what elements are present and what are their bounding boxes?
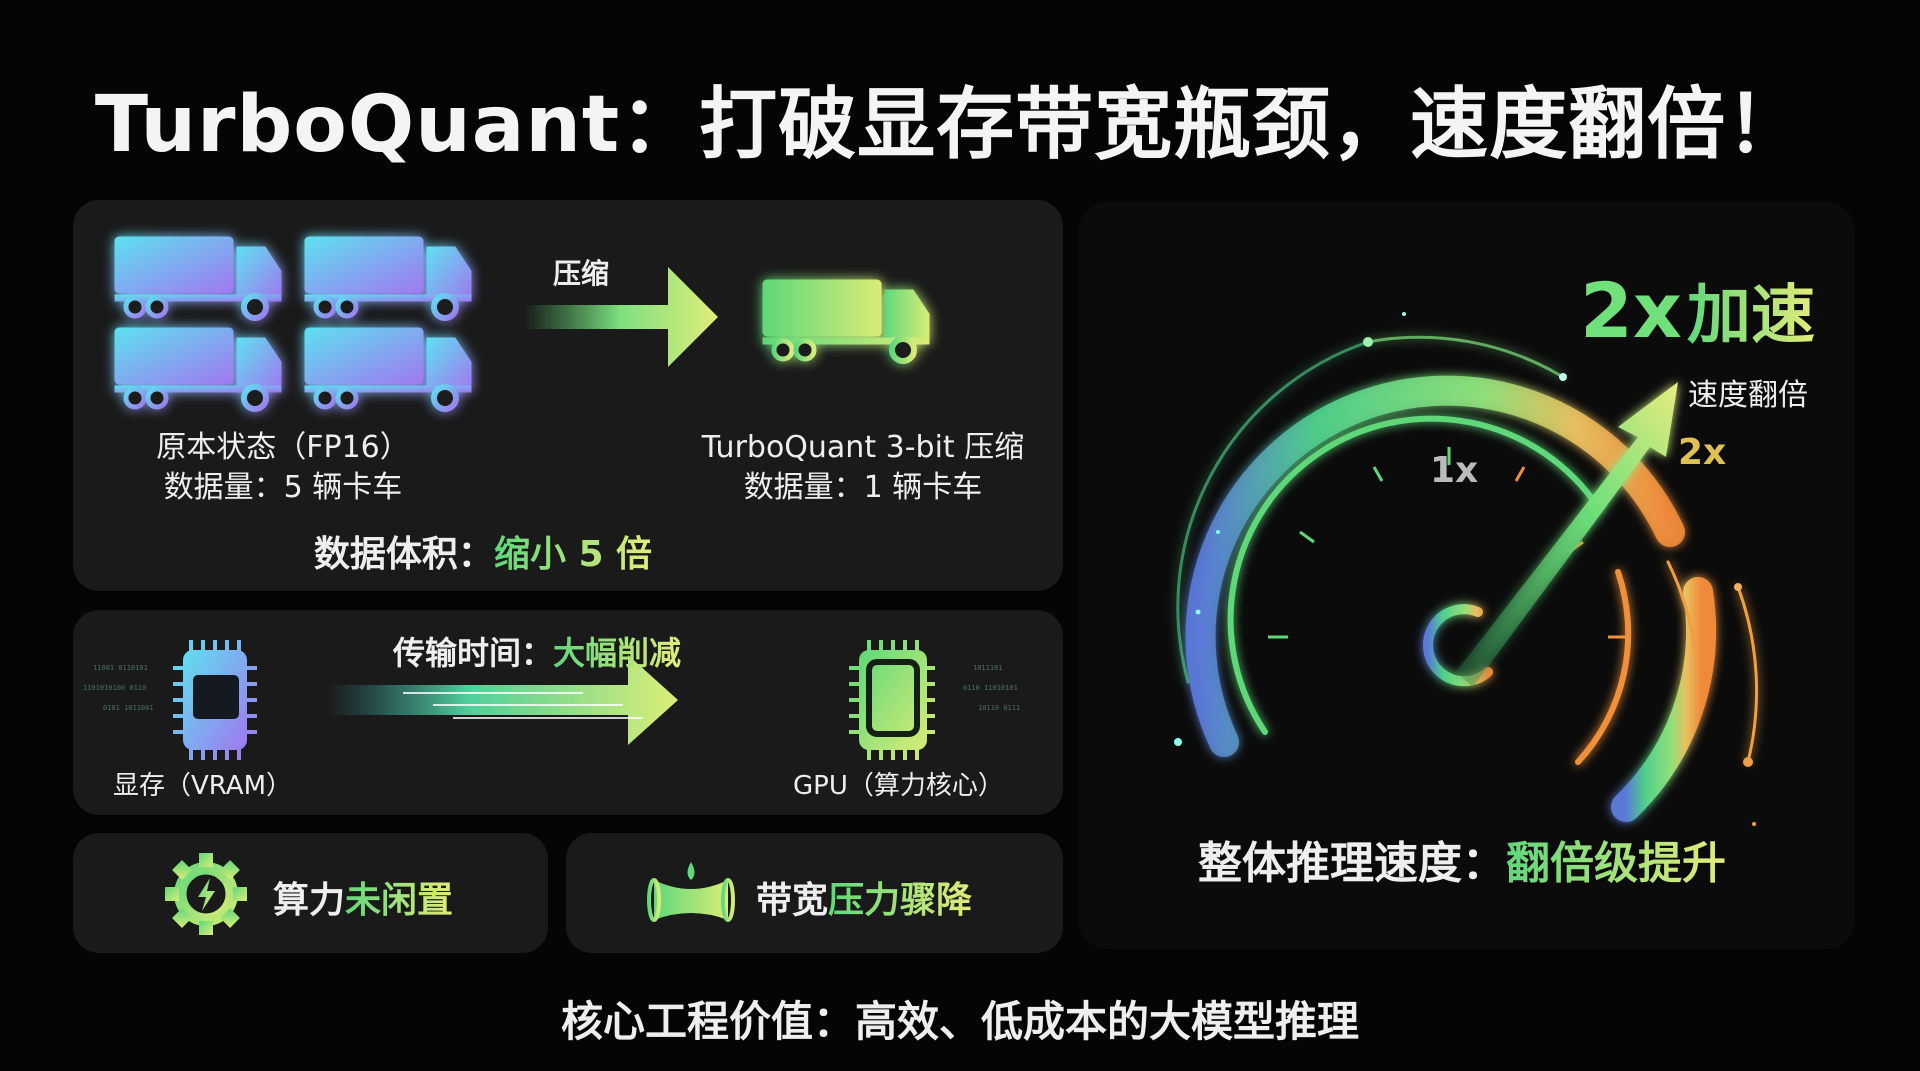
compress-arrow-icon (523, 267, 718, 367)
vram-label: 显存（VRAM） (113, 771, 293, 801)
compression-panel: 压缩 原本状态（FP16） 数据量：5 辆卡车 TurboQuant 3-bit… (73, 200, 1063, 591)
footer-caption: 核心工程价值：高效、低成本的大模型推理 (560, 997, 1359, 1046)
vram-chip-icon (173, 640, 257, 760)
gauge-inner-arc (1227, 415, 1601, 735)
gauge-inner-arc-right (1575, 569, 1632, 765)
gauge-mark-2x: 2x (1678, 432, 1727, 473)
pipe-icon (647, 862, 735, 922)
compressed-volume-label: 数据量：1 辆卡车 (743, 470, 983, 505)
transfer-illustration: 11001 0110101 1101010100 0110 0101 1011001… (83, 640, 1020, 760)
compressed-state-label: TurboQuant 3-bit 压缩 (701, 430, 1025, 465)
speedup-text: 加速 (1687, 279, 1815, 353)
svg-text:1011101: 1011101 (973, 664, 1003, 672)
speed-gauge-panel: 2x 加速 速度翻倍 1x 2x 整体推理速度：翻倍级提升 (1078, 202, 1855, 949)
trucks-illustration (73, 200, 1063, 591)
svg-text:10110 0111: 10110 0111 (978, 704, 1020, 712)
benefit-compute-highlight: 未闲置 (345, 880, 454, 921)
gauge-mark-1x: 1x (1430, 450, 1479, 491)
truck-icon (763, 280, 929, 361)
compress-label: 压缩 (553, 257, 610, 290)
summary-value: 翻倍级提升 (1506, 838, 1726, 889)
transfer-time-value: 大幅削减 (553, 634, 682, 672)
summary-label: 整体推理速度： (1198, 838, 1506, 889)
gpu-chip-icon (849, 640, 935, 760)
transfer-time-label: 传输时间： (393, 634, 554, 672)
benefit-bandwidth-card: 带宽压力骤降 (566, 833, 1063, 953)
volume-value: 缩小 5 倍 (493, 534, 653, 575)
volume-label: 数据体积： (313, 534, 494, 575)
truck-icon (305, 328, 471, 409)
benefit-compute-prefix: 算力 (273, 880, 346, 921)
gauge-outer-band-right (1611, 577, 1717, 822)
truck-icon (115, 237, 281, 318)
svg-text:1101010100 0110: 1101010100 0110 (83, 684, 146, 692)
svg-text:0101 1011001: 0101 1011001 (103, 704, 154, 712)
svg-text:11001 0110101: 11001 0110101 (93, 664, 148, 672)
gpu-label: GPU（算力核心） (793, 771, 1004, 801)
svg-text:0110 11010101: 0110 11010101 (963, 684, 1018, 692)
truck-icon (305, 237, 471, 318)
truck-icon (115, 328, 281, 409)
gear-lightning-icon (165, 853, 247, 935)
transfer-panel: 11001 0110101 1101010100 0110 0101 1011001… (73, 610, 1063, 815)
original-state-label: 原本状态（FP16） (156, 430, 410, 465)
page-title: TurboQuant：打破显存带宽瓶颈，速度翻倍！ (94, 80, 1806, 170)
benefit-bandwidth-highlight: 压力骤降 (828, 880, 973, 921)
gauge-outer-band (1185, 375, 1685, 757)
benefit-compute-card: 算力未闲置 (73, 833, 548, 953)
gauge-needle-arrow-icon (1456, 382, 1678, 687)
gauge-outer-thin-arc (1176, 340, 1370, 684)
benefit-bandwidth-prefix: 带宽 (756, 880, 829, 921)
transfer-arrow-icon (328, 655, 678, 745)
original-volume-label: 数据量：5 辆卡车 (163, 470, 403, 505)
speedup-number: 2x (1580, 266, 1682, 355)
speedometer-gauge (1174, 312, 1759, 826)
speed-double-label: 速度翻倍 (1688, 378, 1808, 413)
